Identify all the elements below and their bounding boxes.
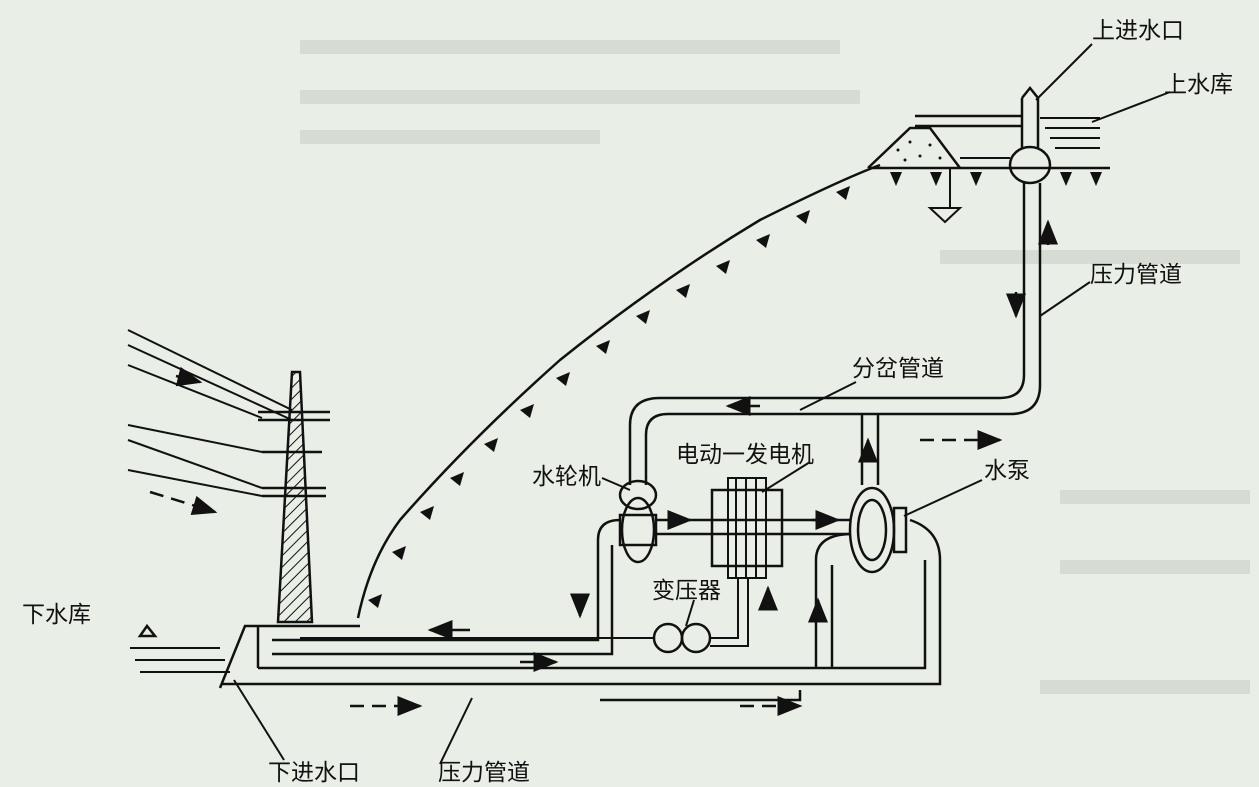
turbine	[618, 479, 658, 564]
pump	[848, 486, 908, 574]
label-lower-inlet: 下进水口	[268, 760, 360, 786]
lower-reservoir	[130, 623, 360, 689]
lower-penstock	[222, 518, 942, 702]
mountain-slope	[356, 163, 1110, 619]
label-penstock-bottom: 压力管道	[438, 760, 530, 786]
leader-lines	[233, 43, 1171, 765]
transformer	[300, 578, 749, 654]
labels: 上进水口 上水库 压力管道 分岔管道 电动一发电机 水轮机 水泵 变压器 下水库…	[22, 18, 1233, 786]
label-lower-reservoir: 下水库	[22, 602, 91, 628]
slope-rock-marks	[368, 186, 850, 608]
power-tower	[127, 329, 330, 624]
label-branch-pipe: 分岔管道	[852, 356, 944, 382]
branch-pipe	[628, 396, 890, 485]
label-upper-reservoir: 上水库	[1164, 72, 1233, 98]
upper-reservoir	[867, 117, 1100, 224]
motor-generator	[656, 477, 850, 579]
flow-arrows	[149, 219, 1058, 716]
label-upper-inlet: 上进水口	[1092, 18, 1184, 44]
label-pump: 水泵	[984, 458, 1030, 484]
upper-penstock	[890, 85, 1052, 416]
label-penstock-right: 压力管道	[1090, 262, 1182, 288]
label-turbine: 水轮机	[532, 464, 601, 490]
label-motor-generator: 电动一发电机	[676, 442, 814, 468]
label-transformer: 变压器	[652, 578, 721, 604]
background-texture	[300, 40, 1250, 694]
